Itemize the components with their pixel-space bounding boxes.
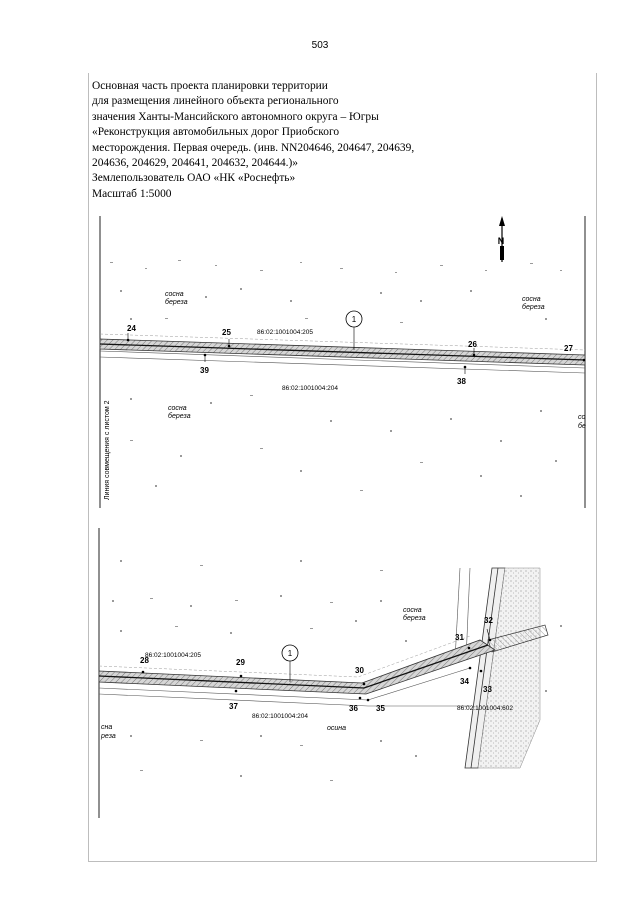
terrain-marks	[110, 260, 562, 497]
point-24: 24	[126, 324, 136, 342]
page-number: 503	[311, 40, 329, 51]
sheet-frame	[88, 73, 597, 862]
point-36: 36	[349, 696, 362, 713]
point-31: 31	[455, 633, 471, 650]
adjacent-parcel	[477, 567, 541, 769]
point-label: 25	[222, 328, 231, 337]
road-axis	[99, 343, 586, 361]
point-label: 39	[200, 366, 209, 375]
header-line: «Реконструкция автомобильных дорог Приоб…	[92, 126, 340, 139]
point-37: 37	[229, 689, 238, 711]
header-line: Землепользователь ОАО «НК «Роснефть»	[92, 172, 296, 185]
point-label: 37	[229, 702, 238, 711]
header-line: значения Ханты-Мансийского автономного о…	[92, 110, 379, 123]
junction-line-label: Линия совмещения с листом 2	[104, 400, 111, 500]
parcel-label: 86:02:1001004:204	[252, 713, 308, 720]
parcel-label: 86:02:1001004:602	[457, 705, 513, 712]
road-corridor	[98, 639, 496, 695]
point-29: 29	[236, 658, 245, 678]
north-label: N	[498, 236, 505, 246]
point-label: 36	[349, 704, 358, 713]
north-arrow-icon: N	[498, 216, 505, 262]
parcel-label: 86:02:1001004:205	[257, 329, 313, 336]
point-38: 38	[457, 365, 466, 386]
point-26: 26	[468, 340, 477, 357]
zone-boundary	[98, 635, 471, 678]
point-label: 29	[236, 658, 245, 667]
header-line: 204636, 204629, 204641, 204632, 204644.)…	[92, 157, 298, 170]
point-39: 39	[200, 353, 209, 375]
object-marker-label: 1	[288, 649, 293, 658]
parcel-boundary	[454, 567, 461, 661]
point-label: 32	[484, 616, 493, 625]
point-32: 32	[484, 616, 493, 642]
crossing-road-axis	[470, 567, 499, 769]
point-35: 35	[366, 698, 385, 713]
point-label: 34	[460, 677, 469, 686]
point-label: 33	[483, 685, 492, 694]
parcel-boundary	[99, 356, 586, 374]
point-34: 34	[460, 666, 472, 686]
point-30: 30	[355, 666, 366, 686]
road-axis	[98, 644, 489, 689]
point-25: 25	[222, 328, 231, 348]
document-header: Основная часть проекта планировки террит…	[92, 79, 592, 202]
object-marker-label: 1	[352, 315, 357, 324]
parcel-label: 86:02:1001004:204	[282, 385, 338, 392]
point-label: 26	[468, 340, 477, 349]
terrain-marks	[112, 560, 562, 781]
point-label: 35	[376, 704, 385, 713]
point-label: 27	[564, 344, 573, 353]
header-line: Масштаб 1:5000	[92, 187, 172, 200]
point-27: 27	[564, 344, 586, 362]
parcel-boundary	[99, 350, 586, 369]
point-label: 31	[455, 633, 464, 642]
point-label: 28	[140, 656, 149, 665]
zone-boundary	[99, 333, 586, 351]
header-line: Основная часть проекта планировки террит…	[92, 80, 328, 92]
point-label: 30	[355, 666, 364, 675]
header-line: для размещения линейного объекта региона…	[92, 95, 339, 108]
parcel-boundary	[98, 693, 470, 707]
header-line: месторождения. Первая очередь. (инв. NN2…	[92, 141, 415, 154]
point-28: 28	[140, 656, 149, 674]
point-33: 33	[479, 669, 492, 694]
parcel-label: 86:02:1001004:205	[145, 652, 201, 659]
point-label: 38	[457, 377, 466, 386]
vegetation-label: осина	[327, 725, 346, 732]
point-label: 24	[127, 324, 136, 333]
